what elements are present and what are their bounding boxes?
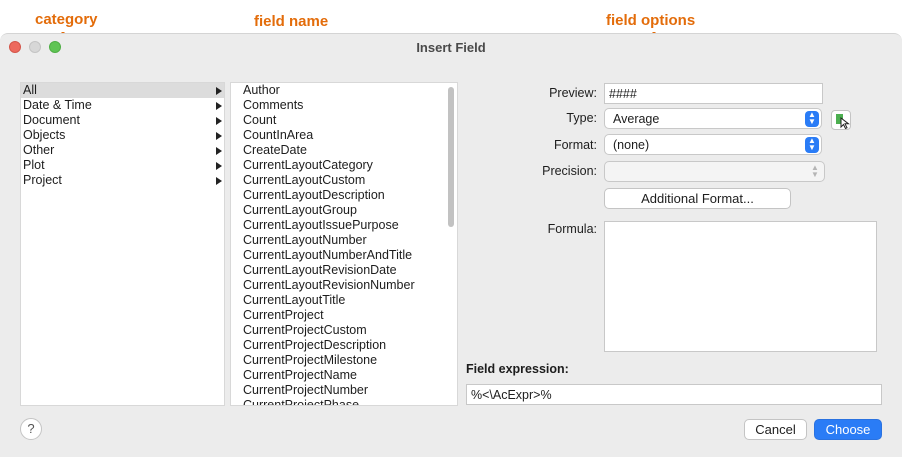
cancel-button[interactable]: Cancel (744, 419, 807, 440)
list-item[interactable]: CurrentLayoutDescription (243, 188, 385, 202)
category-label: All (23, 83, 37, 97)
list-item[interactable]: CurrentLayoutRevisionNumber (243, 278, 415, 292)
minimize-window-button[interactable] (29, 41, 41, 53)
choose-button[interactable]: Choose (814, 419, 882, 440)
formula-textarea[interactable] (604, 221, 877, 352)
help-button[interactable]: ? (20, 418, 42, 440)
category-list[interactable]: All Date & Time Document Objects Other P… (20, 82, 225, 406)
insert-field-dialog: Insert Field All Date & Time Document Ob… (0, 33, 902, 457)
field-expression-input[interactable]: %<\AcExpr>% (466, 384, 882, 405)
field-name-list[interactable]: Author Comments Count CountInArea Create… (230, 82, 458, 406)
list-item[interactable]: CurrentLayoutRevisionDate (243, 263, 397, 277)
list-item[interactable]: CurrentProjectMilestone (243, 353, 378, 367)
precision-select[interactable]: ▲▼ (604, 161, 825, 182)
category-label: Project (23, 173, 62, 187)
list-item[interactable]: Comments (243, 98, 304, 112)
category-label: Date & Time (23, 98, 92, 112)
list-item[interactable]: CurrentLayoutCategory (243, 158, 373, 172)
list-item[interactable]: Count (243, 113, 277, 127)
format-label: Format: (553, 138, 597, 152)
preview-field: #### (604, 83, 823, 104)
type-label: Type: (566, 111, 597, 125)
list-item[interactable]: CurrentProjectName (243, 368, 357, 382)
triangle-right-icon (216, 147, 222, 155)
list-item[interactable]: CurrentLayoutIssuePurpose (243, 218, 399, 232)
triangle-right-icon (216, 162, 222, 170)
category-label: Document (23, 113, 80, 127)
triangle-right-icon (216, 132, 222, 140)
list-item[interactable]: CurrentLayoutTitle (243, 293, 346, 307)
close-window-button[interactable] (9, 41, 21, 53)
preview-label: Preview: (549, 86, 597, 100)
annotation-field-name: field name (254, 13, 329, 30)
field-picker-button[interactable] (831, 110, 851, 130)
category-label: Objects (23, 128, 66, 142)
triangle-right-icon (216, 177, 222, 185)
precision-label: Precision: (542, 164, 597, 178)
triangle-right-icon (216, 87, 222, 95)
list-item[interactable]: CurrentLayoutNumberAndTitle (243, 248, 413, 262)
list-item[interactable]: Author (243, 83, 280, 97)
annotation-field-options: field options (606, 12, 696, 29)
field-picker-icon (836, 114, 850, 130)
field-expression-label: Field expression: (466, 362, 569, 376)
category-item-project[interactable]: Project (21, 173, 224, 188)
format-select[interactable]: (none) ▲▼ (604, 134, 822, 155)
category-item-document[interactable]: Document (21, 113, 224, 128)
category-item-plot[interactable]: Plot (21, 158, 224, 173)
annotation-category: category (35, 11, 98, 28)
list-item[interactable]: CurrentProjectDescription (243, 338, 387, 352)
type-select-value: Average (613, 112, 660, 126)
category-item-other[interactable]: Other (21, 143, 224, 158)
list-item[interactable]: CurrentProjectNumber (243, 383, 369, 397)
triangle-right-icon (216, 102, 222, 110)
list-item[interactable]: CountInArea (243, 128, 314, 142)
list-item[interactable]: CurrentProjectPhase (243, 398, 360, 406)
list-item[interactable]: CreateDate (243, 143, 307, 157)
chevron-updown-icon: ▲▼ (811, 163, 819, 179)
title-bar: Insert Field (0, 34, 902, 60)
list-item[interactable]: CurrentLayoutCustom (243, 173, 366, 187)
format-select-value: (none) (613, 138, 650, 152)
type-select[interactable]: Average ▲▼ (604, 108, 822, 129)
list-item[interactable]: CurrentProjectCustom (243, 323, 367, 337)
list-item[interactable]: CurrentLayoutNumber (243, 233, 367, 247)
list-item[interactable]: CurrentProject (243, 308, 324, 322)
formula-label: Formula: (547, 222, 597, 236)
zoom-window-button[interactable] (49, 41, 61, 53)
additional-format-button[interactable]: Additional Format... (604, 188, 791, 209)
window-title: Insert Field (416, 40, 486, 55)
category-item-all[interactable]: All (21, 83, 224, 98)
chevron-updown-icon: ▲▼ (805, 111, 819, 127)
scrollbar-thumb[interactable] (448, 87, 454, 227)
triangle-right-icon (216, 117, 222, 125)
category-item-objects[interactable]: Objects (21, 128, 224, 143)
category-item-date-time[interactable]: Date & Time (21, 98, 224, 113)
category-label: Other (23, 143, 55, 157)
category-label: Plot (23, 158, 45, 172)
chevron-updown-icon: ▲▼ (805, 137, 819, 153)
list-item[interactable]: CurrentLayoutGroup (243, 203, 357, 217)
